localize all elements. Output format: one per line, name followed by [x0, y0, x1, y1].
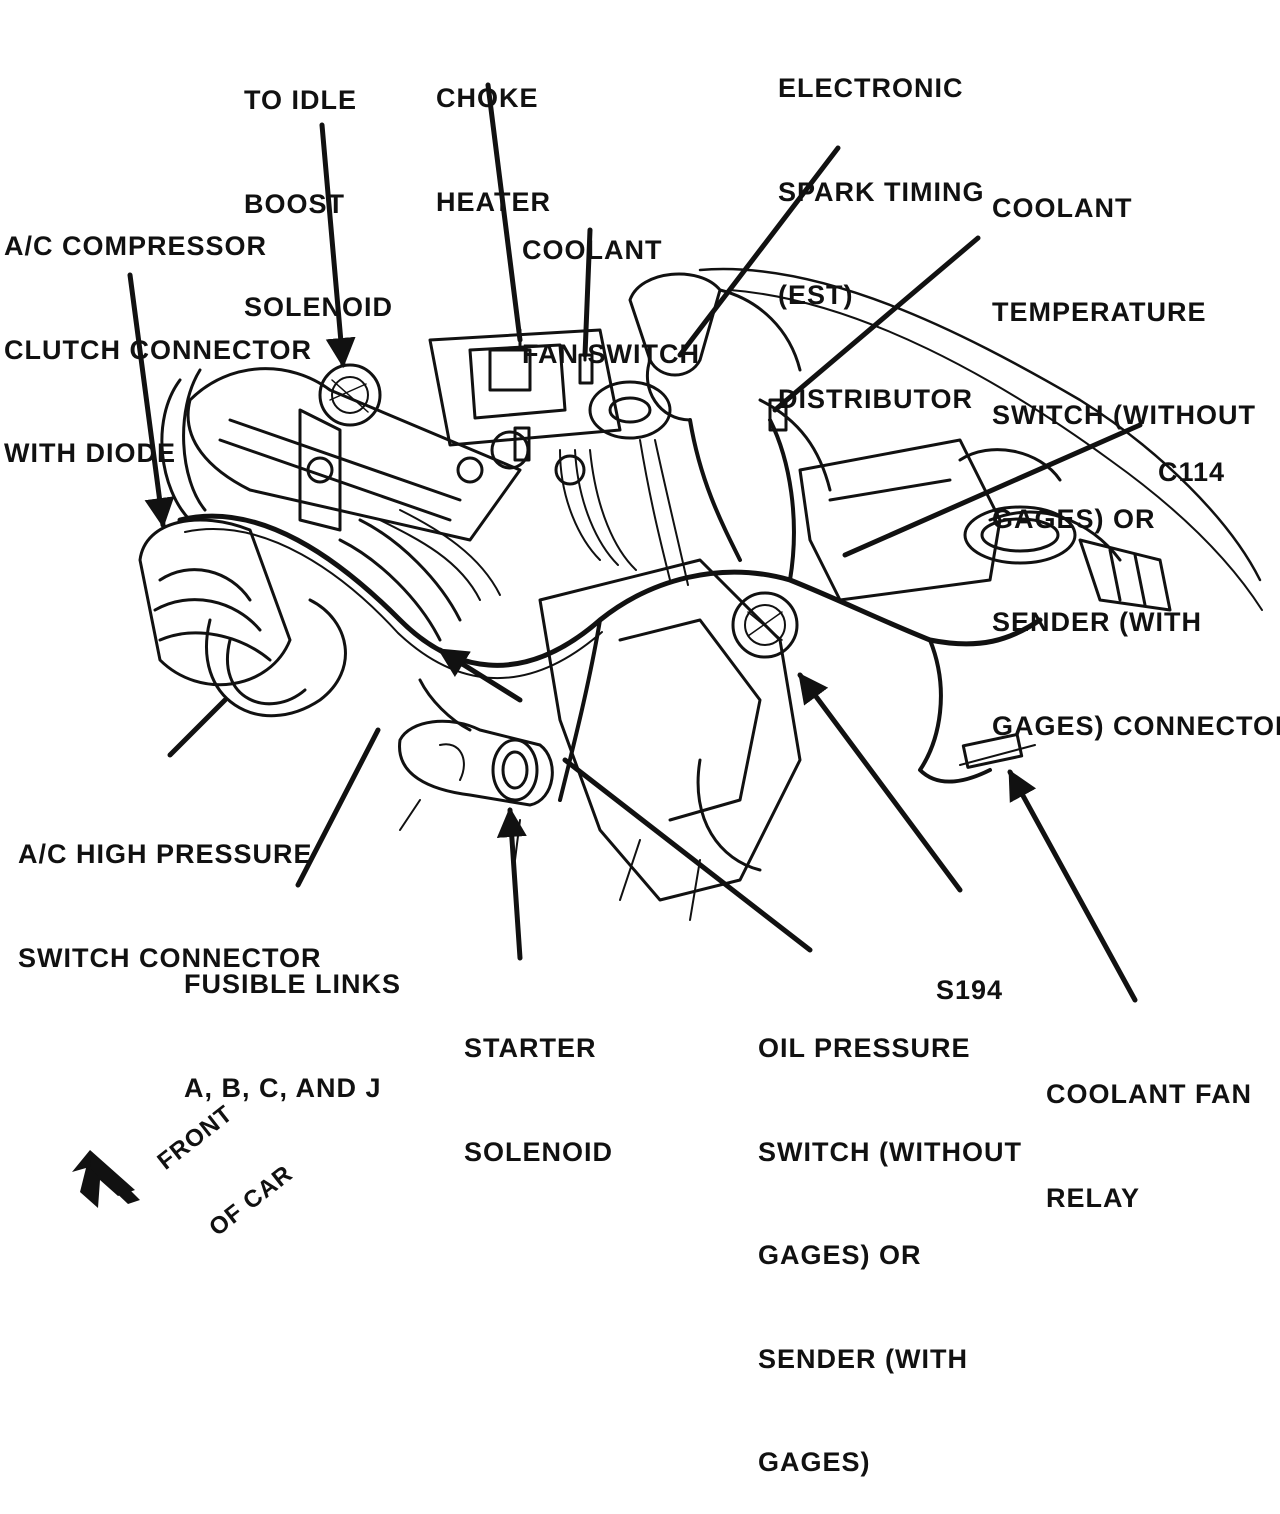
label-line: OF CAR	[204, 1159, 299, 1242]
label-line: CLUTCH CONNECTOR	[4, 334, 312, 365]
label-ac-high-pressure: A/C HIGH PRESSURE SWITCH CONNECTOR	[18, 768, 322, 1010]
leader-choke-heater	[485, 82, 523, 343]
label-line: A/C HIGH PRESSURE	[18, 839, 313, 869]
label-line: FUSIBLE LINKS	[184, 969, 402, 999]
label-line: TO IDLE	[244, 85, 358, 115]
label-line: SWITCH CONNECTOR	[18, 942, 322, 973]
label-line: WITH DIODE	[4, 438, 176, 468]
label-line: CHOKE	[436, 83, 539, 113]
leader-fusible-links	[295, 727, 381, 888]
label-line: SOLENOID	[464, 1136, 614, 1167]
leader-arrows	[127, 82, 1143, 1003]
label-line: (EST)	[778, 280, 854, 310]
label-ac-compressor-connector: A/C COMPRESSOR CLUTCH CONNECTOR WITH DIO…	[4, 160, 312, 505]
label-line: SPARK TIMING	[778, 176, 985, 207]
label-line: SWITCH (WITHOUT	[992, 400, 1256, 430]
label-oil-pressure: OIL PRESSURE SWITCH (WITHOUT GAGES) OR S…	[758, 962, 1022, 1514]
label-coolant-fan-relay: COOLANT FAN RELAY	[1046, 1008, 1252, 1250]
label-line: TEMPERATURE	[992, 296, 1207, 327]
label-fusible-links: FUSIBLE LINKS A, B, C, AND J	[184, 898, 401, 1140]
label-line: SOLENOID	[244, 292, 394, 322]
label-line: DISTRIBUTOR	[778, 383, 974, 414]
engine-wiring-diagram	[72, 82, 1263, 1208]
label-line: C114	[1158, 457, 1226, 487]
label-line: ELECTRONIC	[778, 73, 964, 103]
leader-est-distributor	[677, 145, 841, 358]
label-idle-boost-solenoid: TO IDLE BOOST SOLENOID	[244, 14, 393, 359]
label-line: GAGES) CONNECTOR	[992, 710, 1280, 741]
leader-starter-solenoid	[496, 807, 527, 961]
label-line: S194	[936, 975, 1004, 1005]
leader-ac-high-pressure	[167, 697, 228, 758]
label-s194: S194	[936, 904, 1003, 1042]
label-line: BOOST	[244, 188, 346, 219]
label-line: FAN SWITCH	[522, 338, 700, 369]
label-line: SENDER (WITH	[992, 607, 1202, 637]
label-line: A/C COMPRESSOR	[4, 231, 268, 261]
label-line: FRONT	[152, 1100, 239, 1176]
leader-coolant-fan-relay	[1007, 769, 1138, 1003]
leader-s194	[797, 672, 963, 893]
label-line: COOLANT	[992, 193, 1133, 223]
leader-c114	[842, 422, 1143, 558]
label-line: OIL PRESSURE	[758, 1033, 971, 1063]
front-of-car-arrow	[72, 1150, 140, 1208]
label-line: GAGES) OR	[992, 503, 1156, 534]
leader-fusible-links-2	[437, 647, 523, 703]
label-line: COOLANT FAN	[1046, 1079, 1252, 1109]
leader-ac-compressor	[127, 272, 175, 528]
label-line: SWITCH (WITHOUT	[758, 1136, 1022, 1167]
label-line: COOLANT	[522, 235, 663, 265]
label-line: GAGES) OR	[758, 1240, 922, 1270]
label-coolant-fan-switch: COOLANT FAN SWITCH	[522, 164, 700, 406]
label-est-distributor: ELECTRONIC SPARK TIMING (EST) DISTRIBUTO…	[778, 2, 985, 451]
label-line: STARTER	[464, 1033, 597, 1063]
label-c114: C114	[1158, 386, 1225, 524]
label-line: SENDER (WITH	[758, 1343, 968, 1374]
label-line: GAGES)	[758, 1447, 871, 1477]
leader-coolant-fan-switch	[582, 227, 593, 358]
leader-oil-pressure	[562, 757, 813, 953]
leader-coolant-temp	[772, 235, 981, 413]
label-starter-solenoid: STARTER SOLENOID	[464, 962, 613, 1204]
label-line: RELAY	[1046, 1182, 1141, 1213]
leader-idle-boost	[319, 122, 356, 368]
label-coolant-temperature: COOLANT TEMPERATURE SWITCH (WITHOUT GAGE…	[992, 122, 1280, 778]
label-choke-heater: CHOKE HEATER	[436, 12, 551, 254]
label-line: HEATER	[436, 186, 552, 217]
label-line: A, B, C, AND J	[184, 1072, 382, 1103]
